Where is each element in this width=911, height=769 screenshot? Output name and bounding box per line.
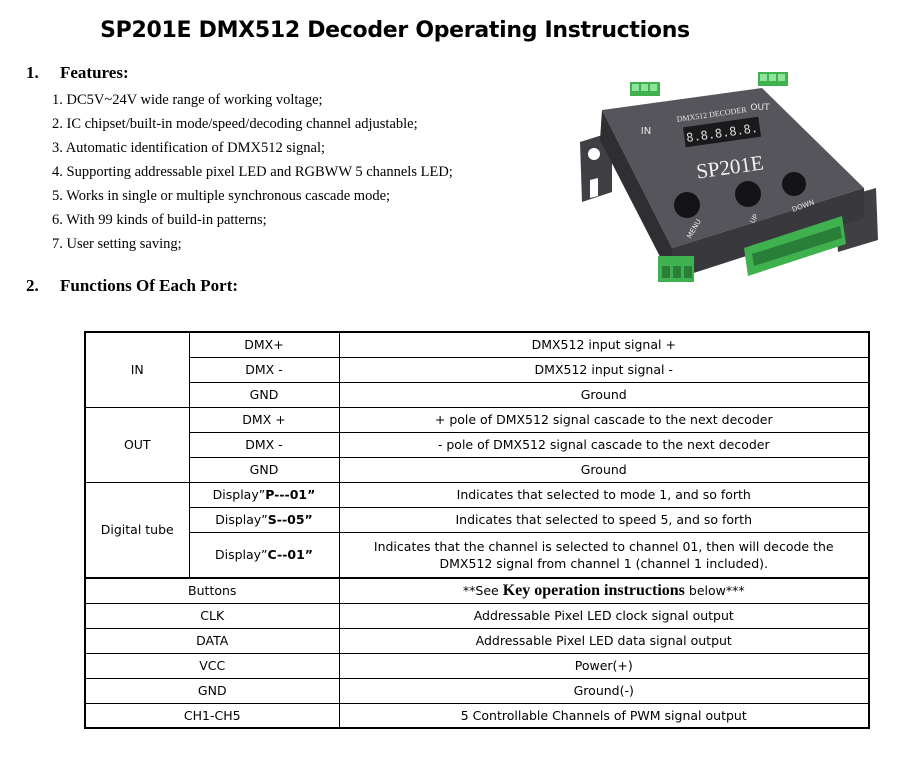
page-title: SP201E DMX512 Decoder Operating Instruct… — [100, 18, 690, 43]
desc-cell: Power(+) — [338, 652, 870, 679]
feature-item: 3. Automatic identification of DMX512 si… — [52, 140, 326, 156]
desc-cell: DMX512 input signal + — [338, 331, 870, 358]
table-row: IN DMX+ DMX512 input signal + — [84, 331, 870, 408]
functions-number: 2. — [26, 276, 39, 295]
port-cell: GND — [188, 381, 340, 408]
table-row: DMX - - pole of DMX512 signal cascade to… — [85, 431, 870, 458]
group-digital-tube: Digital tube — [84, 481, 190, 579]
desc-cell: Ground — [338, 456, 870, 483]
table-row: Digital tube Display”P---01” Indicates t… — [84, 481, 870, 579]
decoder-device-image: IN OUT DMX512 DECODER 8.8.8.8.8. SP201E … — [580, 72, 878, 282]
port-cell: Display”P---01” — [188, 481, 340, 508]
group-out: OUT — [84, 406, 190, 483]
display-code: S--05” — [267, 512, 313, 527]
port-cell: DMX+ — [188, 331, 340, 358]
desc-line: Indicates that the channel is selected t… — [373, 538, 834, 554]
port-cell: DATA — [84, 627, 340, 654]
out-label: OUT — [750, 103, 770, 113]
desc-cell: + pole of DMX512 signal cascade to the n… — [338, 406, 870, 433]
features-heading: 1. Features: — [26, 63, 129, 83]
port-cell: DMX - — [188, 431, 340, 458]
table-row: Display”S--05” Indicates that selected t… — [85, 506, 870, 533]
feature-item: 6. With 99 kinds of build-in patterns; — [52, 212, 267, 228]
features-number: 1. — [26, 63, 39, 82]
desc-cell: - pole of DMX512 signal cascade to the n… — [338, 431, 870, 458]
desc-cell: Addressable Pixel LED clock signal outpu… — [338, 602, 870, 629]
desc-cell: 5 Controllable Channels of PWM signal ou… — [338, 702, 870, 729]
port-functions-table: IN DMX+ DMX512 input signal + DMX - DMX5… — [84, 331, 870, 729]
desc-cell: **See Key operation instructions below**… — [338, 577, 870, 604]
functions-heading: 2. Functions Of Each Port: — [26, 276, 238, 296]
display-code: P---01” — [265, 487, 316, 502]
port-cell: CH1-CH5 — [84, 702, 340, 729]
table-row: Display”C--01” Indicates that the channe… — [85, 531, 870, 579]
up-button[interactable] — [735, 181, 761, 207]
menu-button[interactable] — [674, 192, 700, 218]
port-cell: Buttons — [84, 577, 340, 604]
up-label: UP — [748, 213, 760, 225]
display-code: C--01” — [267, 547, 313, 563]
feature-item: 1. DC5V~24V wide range of working voltag… — [52, 92, 323, 108]
table-row: CH1-CH5 5 Controllable Channels of PWM s… — [84, 702, 870, 729]
down-button[interactable] — [782, 172, 806, 196]
desc-cell: Ground(-) — [338, 677, 870, 704]
desc-cell: DMX512 input signal - — [338, 356, 870, 383]
functions-heading-text: Functions Of Each Port: — [60, 276, 239, 295]
desc-cell: Indicates that selected to speed 5, and … — [338, 506, 870, 533]
desc-cell: Addressable Pixel LED data signal output — [338, 627, 870, 654]
port-cell: CLK — [84, 602, 340, 629]
table-row: VCC Power(+) — [84, 652, 870, 679]
desc-cell: Indicates that the channel is selected t… — [338, 531, 870, 579]
digital-tube-display — [682, 116, 762, 148]
features-heading-text: Features: — [60, 63, 129, 82]
port-cell: Display”S--05” — [188, 506, 340, 533]
table-row: GND Ground — [85, 456, 870, 483]
feature-item: 4. Supporting addressable pixel LED and … — [52, 164, 453, 180]
port-cell: DMX + — [188, 406, 340, 433]
group-in: IN — [84, 331, 190, 408]
table-row: CLK Addressable Pixel LED clock signal o… — [84, 602, 870, 629]
port-cell: DMX - — [188, 356, 340, 383]
table-row: DMX - DMX512 input signal - — [85, 356, 870, 383]
desc-pre: **See — [462, 583, 503, 599]
desc-cell: Ground — [338, 381, 870, 408]
in-label: IN — [641, 126, 651, 137]
display-prefix: Display” — [215, 512, 268, 527]
feature-item: 7. User setting saving; — [52, 236, 182, 252]
port-cell: VCC — [84, 652, 340, 679]
port-cell: GND — [188, 456, 340, 483]
feature-item: 2. IC chipset/built-in mode/speed/decodi… — [52, 116, 418, 132]
table-row: Buttons **See Key operation instructions… — [84, 577, 870, 604]
features-list: 1. DC5V~24V wide range of working voltag… — [52, 88, 453, 256]
display-prefix: Display” — [212, 487, 266, 502]
display-prefix: Display” — [214, 547, 268, 563]
desc-line: DMX512 signal from channel 1 (channel 1 … — [439, 555, 769, 571]
desc-post: below*** — [684, 583, 745, 599]
port-cell: Display”C--01” — [188, 531, 340, 579]
table-row: GND Ground(-) — [84, 677, 870, 704]
feature-item: 5. Works in single or multiple synchrono… — [52, 188, 391, 204]
key-instructions-ref: Key operation instructions — [502, 582, 685, 600]
port-cell: GND — [84, 677, 340, 704]
output-connector-strip — [744, 216, 846, 276]
out-connector — [758, 72, 788, 86]
power-connector — [658, 256, 694, 282]
table-row: OUT DMX + + pole of DMX512 signal cascad… — [84, 406, 870, 483]
in-connector — [630, 82, 660, 96]
desc-cell: Indicates that selected to mode 1, and s… — [338, 481, 870, 508]
table-row: DATA Addressable Pixel LED data signal o… — [84, 627, 870, 654]
table-row: GND Ground — [85, 381, 870, 408]
